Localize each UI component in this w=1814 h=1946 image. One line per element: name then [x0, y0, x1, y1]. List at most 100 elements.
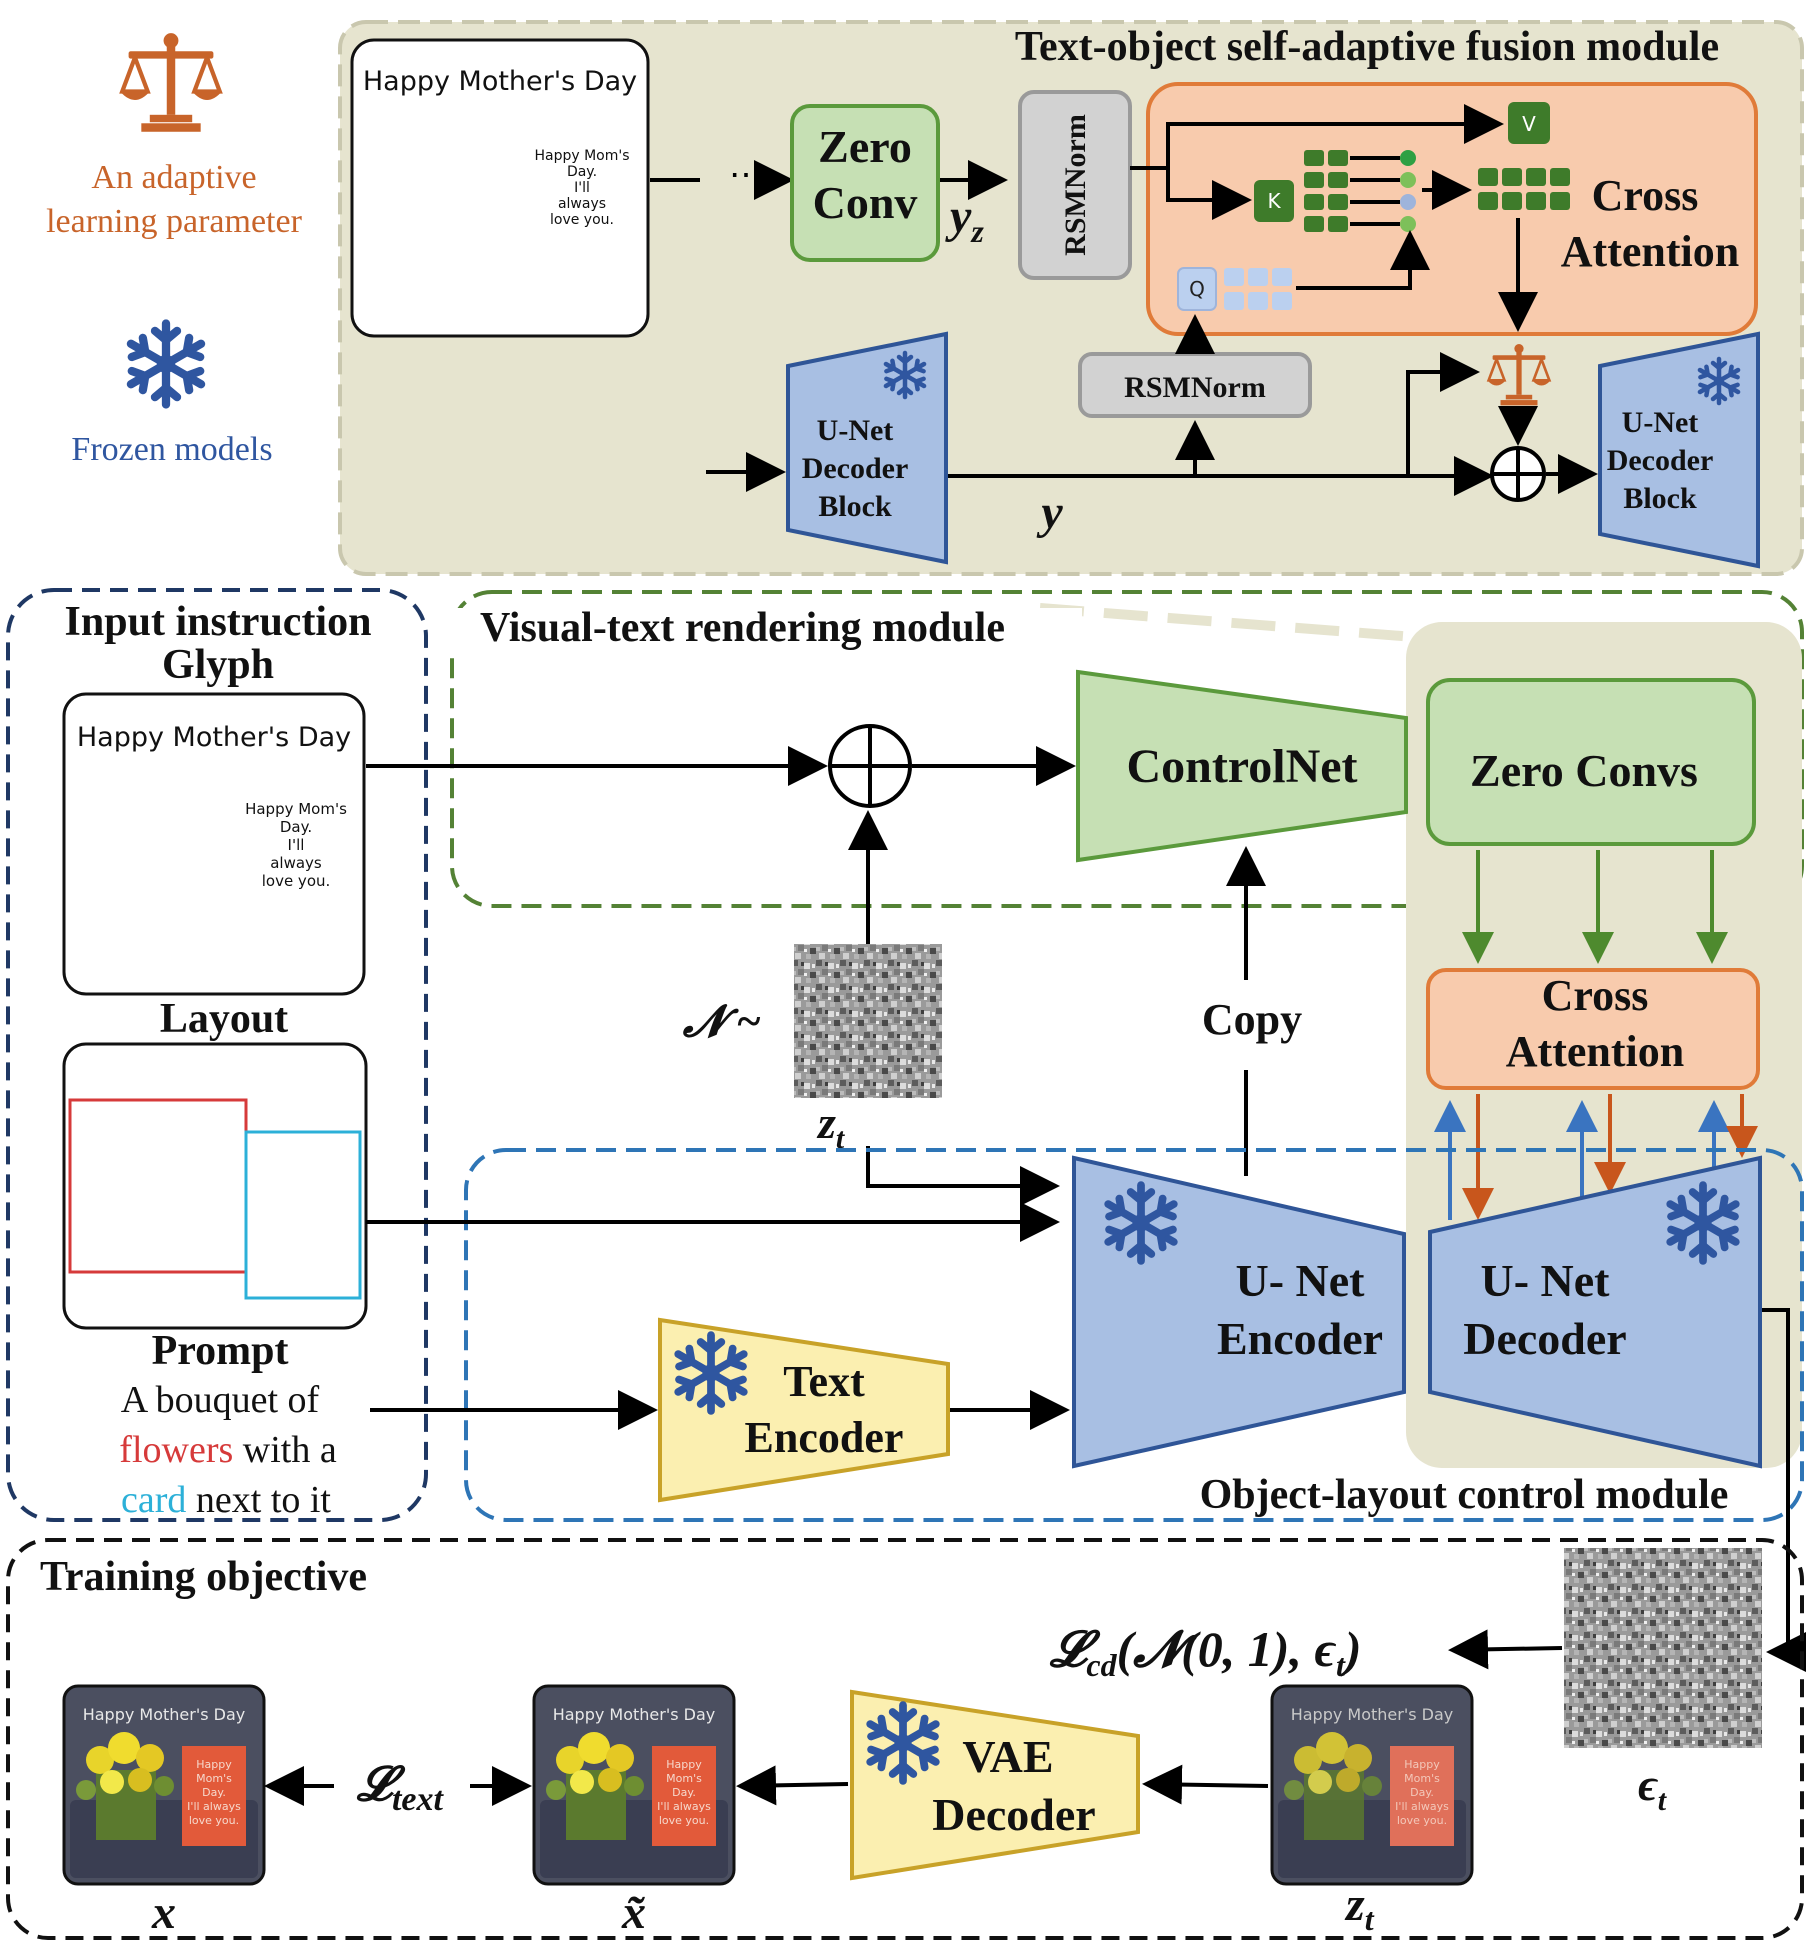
vae-label-2: Decoder — [932, 1789, 1095, 1840]
fusion-module-title: Text-object self-adaptive fusion module — [1015, 24, 1719, 70]
object-layout-title: Object-layout control module — [1200, 1472, 1729, 1518]
text-encoder-label-1: Text — [783, 1357, 865, 1406]
card-line: Happy — [666, 1758, 702, 1771]
input-instruction-panel — [6, 588, 428, 1522]
card-line: Happy — [196, 1758, 232, 1771]
arrow-y-to-scale — [1406, 352, 1480, 476]
unet-encoder-label-1: U- Net — [1236, 1255, 1366, 1306]
glyph-label: Glyph — [162, 642, 274, 688]
flower-bouquet — [546, 1732, 644, 1840]
q-token — [1177, 267, 1217, 311]
text-encoder-label-2: Encoder — [745, 1413, 904, 1462]
prompt-label: Prompt — [152, 1328, 289, 1374]
fusion-glyph-line: I'll — [574, 180, 590, 196]
v-token — [1508, 102, 1550, 144]
vae-decoder-block — [850, 1689, 1140, 1881]
zero-conv-label-2: Conv — [813, 177, 918, 228]
flower-bouquet — [1284, 1732, 1382, 1840]
layout-box-card — [244, 1130, 362, 1300]
card-line: I'll always — [187, 1800, 241, 1813]
epsilon-noise-patch — [1564, 1548, 1762, 1748]
decoder-left-label-2: Decoder — [802, 452, 909, 485]
zero-convs-label: Zero Convs — [1470, 745, 1698, 796]
card-line: Happy — [1404, 1758, 1440, 1771]
card-line: love you. — [189, 1814, 239, 1827]
image-x-tilde: Happy Mother's Day Happy Mom's Day. I'll… — [532, 1684, 736, 1886]
cross-attention-label-2: Attention — [1506, 1027, 1684, 1076]
unet-decoder-label-2: Decoder — [1463, 1313, 1626, 1364]
q-label: Q — [1189, 277, 1205, 301]
prompt-word-flowers: flowers — [119, 1429, 233, 1471]
glyph-card-line: always — [270, 854, 322, 872]
fusion-glyph-line: Day. — [567, 164, 597, 180]
image-caption: Happy Mother's Day — [83, 1705, 246, 1724]
card-line: Day. — [672, 1786, 696, 1799]
title-mask — [432, 608, 1082, 656]
vae-label-1: VAE — [962, 1731, 1053, 1782]
noise-patch — [794, 944, 942, 1098]
epsilon-label: ϵt — [1638, 1759, 1668, 1817]
training-panel — [6, 1538, 1804, 1940]
decoder-right-label-2: Decoder — [1607, 444, 1714, 477]
zero-convs-box — [1426, 678, 1756, 846]
noise-label: 𝓝 ~ — [682, 997, 761, 1046]
card-line: I'll always — [657, 1800, 711, 1813]
prompt-line-3: card next to it — [121, 1479, 331, 1521]
legend-adaptive-line1: An adaptive — [91, 159, 256, 196]
object-layout-panel — [464, 1148, 1804, 1522]
rsmnorm-box-label: RSMNorm — [1124, 371, 1266, 404]
decoder-left-label-3: Block — [818, 490, 892, 523]
copy-label: Copy — [1202, 995, 1302, 1044]
fusion-glyph-line: love you. — [550, 212, 614, 228]
image-caption: Happy Mother's Day — [553, 1705, 716, 1724]
decoder-right-label-1: U-Net — [1622, 406, 1699, 439]
prompt-line-2: flowers with a — [119, 1429, 337, 1471]
layout-label: Layout — [160, 996, 288, 1042]
cross-attention-label-1: Cross — [1542, 971, 1649, 1020]
arrow-epsilon-to-loss — [1448, 1629, 1563, 1670]
glyph-card-line: Happy Mom's — [245, 800, 347, 818]
card-red — [1390, 1746, 1454, 1846]
card-line: Mom's — [666, 1772, 702, 1785]
y-label: y — [1036, 486, 1063, 539]
zero-conv-box — [790, 104, 940, 262]
arrow-zt-to-encoder — [866, 1146, 1060, 1206]
ellipsis: ⋯ — [729, 157, 763, 194]
key-lines — [1350, 156, 1400, 226]
controlnet-block — [1076, 669, 1408, 863]
zero-conv-label-1: Zero — [818, 121, 912, 172]
arrow-zt-to-vae — [1142, 1764, 1269, 1805]
fusion-glyph-card — [350, 38, 650, 338]
layout-card — [62, 1042, 368, 1330]
training-title: Training objective — [40, 1554, 367, 1600]
card-line: love you. — [659, 1814, 709, 1827]
zt-label-bottom: zt — [1344, 1878, 1375, 1937]
image-caption: Happy Mother's Day — [1291, 1705, 1454, 1724]
controlnet-label: ControlNet — [1126, 740, 1357, 793]
loss-text-label: 𝓛text — [356, 1758, 444, 1818]
arrow-to-v — [1130, 104, 1504, 170]
k-label: K — [1267, 189, 1281, 213]
prompt-word-card: card — [121, 1479, 186, 1521]
fusion-glyph-line: always — [558, 196, 606, 212]
glyph-card-line: Day. — [280, 818, 312, 836]
unet-encoder-label-2: Encoder — [1217, 1313, 1383, 1364]
arrow-decoder-to-epsilon — [1762, 1308, 1806, 1672]
v-label: V — [1522, 112, 1536, 136]
glyph-card — [62, 692, 366, 996]
unet-decoder-label-1: U- Net — [1481, 1255, 1611, 1306]
card-line: Mom's — [1404, 1772, 1440, 1785]
score-dots — [1400, 150, 1416, 232]
adaptive-scale-icon — [120, 33, 222, 132]
card-line: love you. — [1397, 1814, 1447, 1827]
card-line: Day. — [1410, 1786, 1434, 1799]
input-instruction-title: Input instruction — [65, 599, 372, 645]
cross-attention-box — [1426, 968, 1760, 1090]
yz-label: yz — [945, 190, 984, 249]
legend-adaptive-line2: learning parameter — [46, 203, 302, 240]
fusion-cross-label-1: Cross — [1592, 171, 1699, 220]
prompt-line-1: A bouquet of — [121, 1379, 320, 1421]
unet-decoder-block-left — [786, 331, 948, 565]
card-line: Day. — [202, 1786, 226, 1799]
